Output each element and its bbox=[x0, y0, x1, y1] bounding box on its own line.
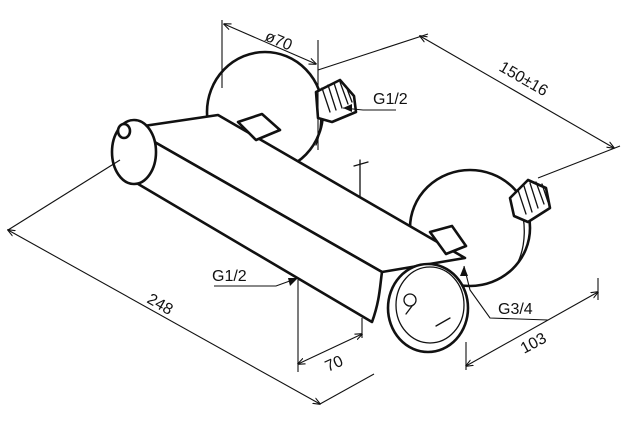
dimension-depth-right: 103 bbox=[466, 278, 598, 370]
depth-left-label: 70 bbox=[323, 353, 346, 376]
left-inlet-thread bbox=[314, 78, 358, 124]
thermostat-knob bbox=[386, 262, 470, 354]
callout-inlet-top: G1/2 bbox=[342, 91, 408, 112]
thread-outlet-label: G3/4 bbox=[498, 301, 533, 318]
right-inlet-thread bbox=[508, 178, 552, 224]
centres-label: 150±16 bbox=[496, 59, 551, 100]
callout-outlet: G3/4 bbox=[460, 265, 549, 321]
diameter-label: ø70 bbox=[262, 28, 294, 54]
callout-inlet-left: G1/2 bbox=[212, 268, 299, 287]
right-wall-flange bbox=[408, 168, 552, 288]
dimension-depth-left: 70 bbox=[298, 280, 362, 376]
dimension-centres: 150±16 bbox=[317, 33, 621, 179]
thread-inlet-top-label: G1/2 bbox=[373, 91, 408, 108]
thread-inlet-left-label: G1/2 bbox=[212, 268, 247, 285]
